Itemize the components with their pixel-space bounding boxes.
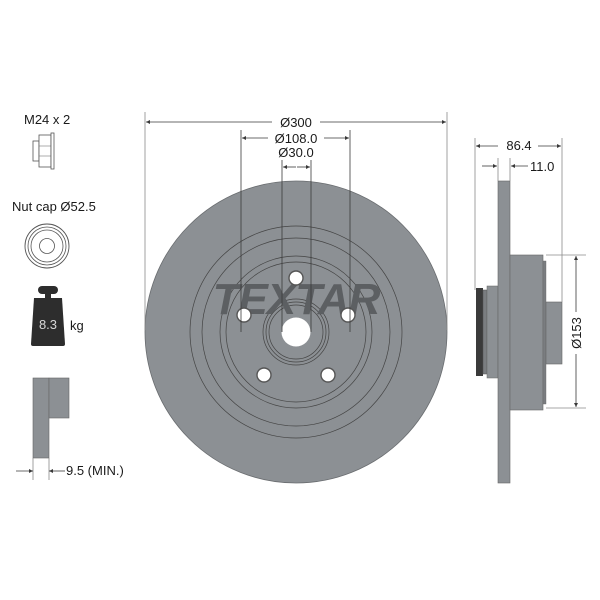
front-dimensions [144,112,448,332]
disc-front-view: TEXTAR [144,180,448,484]
disc-thickness-label: 11.0 [530,159,554,174]
side-dimensions [474,138,586,409]
min-thickness-section [16,377,70,480]
weight-icon [31,286,65,346]
disc-side-view [476,180,563,484]
wheel-nut-icon [32,132,55,170]
pcd-diameter-label: Ø108.0 [275,131,318,146]
overall-height-label: 86.4 [506,138,531,153]
min-thickness-label: 9.5 (MIN.) [66,463,124,478]
nut-cap-label: Nut cap Ø52.5 [12,199,96,214]
center-bore-label: Ø30.0 [278,145,313,160]
thread-size-label: M24 x 2 [24,112,70,127]
center-bore [281,317,311,347]
hub-diameter-label: Ø153 [569,317,584,349]
weight-value: 8.3 [39,317,57,332]
bolt-holes [236,270,356,383]
weight-unit: kg [70,318,84,333]
nut-cap-icon [24,223,70,269]
outer-diameter-label: Ø300 [280,115,312,130]
